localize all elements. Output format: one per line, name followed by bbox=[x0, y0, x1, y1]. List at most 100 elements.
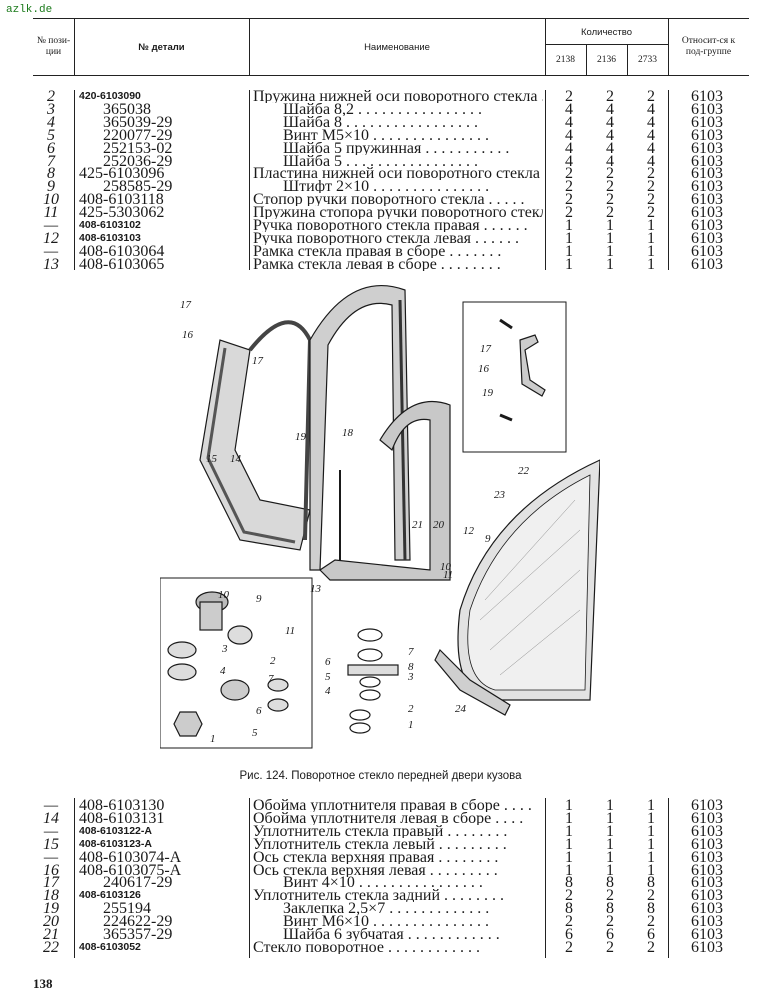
qty-model-1: 2 bbox=[565, 178, 573, 196]
position-number: 9 bbox=[47, 178, 55, 196]
part-number: 408-6103123-А bbox=[79, 837, 152, 850]
position-number: 10 bbox=[43, 191, 59, 209]
subgroup: 6103 bbox=[691, 848, 723, 866]
part-number: 252153-02 bbox=[103, 139, 173, 157]
qty-model-1: 4 bbox=[565, 126, 573, 144]
part-number: 408-6103065 bbox=[79, 255, 165, 273]
position-number: 16 bbox=[43, 861, 59, 879]
qty-model-2: 4 bbox=[606, 139, 614, 157]
qty-model-1: 1 bbox=[565, 242, 573, 260]
subgroup: 6103 bbox=[691, 126, 723, 144]
subgroup: 6103 bbox=[691, 242, 723, 260]
subgroup: 6103 bbox=[691, 835, 723, 853]
part-name: Уплотнитель стекла правый . . . . . . . … bbox=[253, 824, 508, 838]
callout-label: 17 bbox=[180, 299, 192, 311]
subgroup: 6103 bbox=[691, 88, 723, 105]
divider bbox=[74, 18, 75, 75]
part-name: Стопор ручки поворотного стекла . . . . … bbox=[253, 193, 525, 207]
part-number: 224622-29 bbox=[103, 913, 173, 931]
callout-label: 19 bbox=[482, 387, 494, 399]
part-name: Ручка поворотного стекла правая . . . . … bbox=[253, 219, 528, 232]
callout-label: 10 bbox=[218, 589, 230, 601]
part-name: Обойма уплотнителя правая в сборе . . . … bbox=[253, 799, 532, 812]
part-number: 420-6103090 bbox=[79, 90, 141, 102]
position-number: 20 bbox=[43, 913, 59, 931]
part-number: 408-6103130 bbox=[79, 797, 165, 814]
callout-label: 16 bbox=[182, 329, 194, 341]
qty-model-1: 2 bbox=[565, 938, 573, 956]
qty-model-1: 2 bbox=[565, 165, 573, 183]
qty-model-1: 2 bbox=[565, 204, 573, 222]
subgroup: 6103 bbox=[691, 809, 723, 827]
qty-model-2: 2 bbox=[606, 204, 614, 222]
qty-model-3: 1 bbox=[647, 835, 655, 853]
qty-model-3: 1 bbox=[647, 822, 655, 840]
position-number: 21 bbox=[43, 926, 59, 943]
divider bbox=[249, 90, 250, 270]
qty-model-3: 4 bbox=[647, 139, 655, 157]
divider bbox=[249, 798, 250, 958]
qty-model-3: 1 bbox=[647, 809, 655, 827]
divider bbox=[545, 18, 546, 75]
part-number: 408-6103131 bbox=[79, 809, 165, 827]
qty-model-2: 6 bbox=[606, 926, 614, 943]
callout-label: 22 bbox=[518, 465, 530, 477]
header-pos: № пози-ции bbox=[36, 36, 71, 57]
qty-model-1: 1 bbox=[565, 229, 573, 247]
position-number: — bbox=[43, 822, 59, 840]
part-name: Шайба 5 пружинная . . . . . . . . . . . bbox=[283, 141, 510, 155]
position-number: 17 bbox=[43, 874, 59, 892]
callout-label: 1 bbox=[210, 733, 216, 745]
qty-model-3: 1 bbox=[647, 242, 655, 260]
position-number: 2 bbox=[47, 88, 55, 105]
qty-model-2: 1 bbox=[606, 242, 614, 260]
subgroup: 6103 bbox=[691, 229, 723, 247]
subgroup: 6103 bbox=[691, 887, 723, 905]
subgroup: 6103 bbox=[691, 113, 723, 131]
subgroup: 6103 bbox=[691, 874, 723, 892]
figure-caption: Рис. 124. Поворотное стекло передней две… bbox=[239, 770, 522, 782]
qty-model-1: 1 bbox=[565, 848, 573, 866]
subgroup: 6103 bbox=[691, 139, 723, 157]
subgroup: 6103 bbox=[691, 100, 723, 118]
divider bbox=[545, 44, 668, 45]
qty-model-3: 4 bbox=[647, 152, 655, 170]
part-number: 408-6103064 bbox=[79, 242, 165, 260]
position-number: — bbox=[43, 217, 59, 234]
callout-label: 12 bbox=[463, 525, 475, 537]
part-number: 408-6103126 bbox=[79, 889, 141, 902]
qty-model-3: 4 bbox=[647, 100, 655, 118]
callout-label: 6 bbox=[256, 705, 262, 717]
header-model-3: 2733 bbox=[638, 55, 657, 65]
part-name: Уплотнитель стекла задний . . . . . . . … bbox=[253, 889, 505, 903]
qty-model-2: 1 bbox=[606, 848, 614, 866]
callout-label: 21 bbox=[412, 519, 423, 531]
part-number: 408-6103103 bbox=[79, 231, 141, 244]
divider bbox=[74, 90, 75, 270]
qty-model-3: 2 bbox=[647, 178, 655, 196]
qty-model-3: 2 bbox=[647, 887, 655, 905]
callout-label: 5 bbox=[325, 671, 331, 683]
callout-label: 5 bbox=[252, 727, 258, 739]
part-name: Ось стекла верхняя левая . . . . . . . .… bbox=[253, 863, 498, 877]
qty-model-3: 2 bbox=[647, 204, 655, 222]
qty-model-3: 4 bbox=[647, 126, 655, 144]
qty-model-3: 4 bbox=[647, 113, 655, 131]
subgroup: 6103 bbox=[691, 938, 723, 956]
position-number: 5 bbox=[47, 126, 55, 144]
qty-model-1: 1 bbox=[565, 835, 573, 853]
qty-model-2: 2 bbox=[606, 191, 614, 209]
qty-model-2: 1 bbox=[606, 861, 614, 879]
callout-label: 6 bbox=[325, 656, 331, 668]
